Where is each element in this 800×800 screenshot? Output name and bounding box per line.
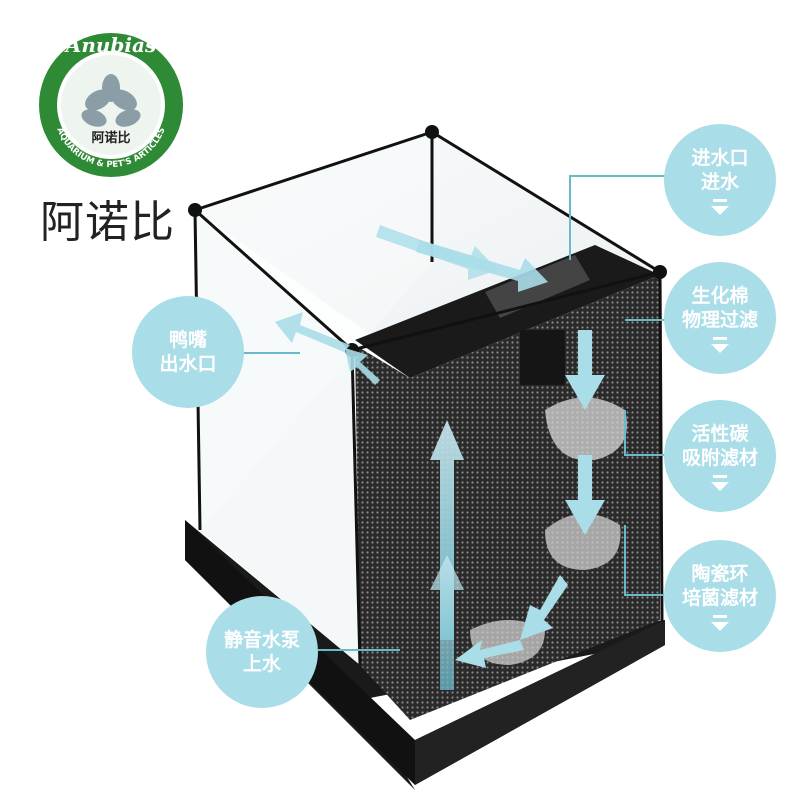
- callout-outlet-line1: 鸭嘴: [168, 329, 207, 351]
- callout-inlet-line1: 进水口: [691, 146, 749, 169]
- callout-pump: 静音水泵 上水: [206, 596, 318, 708]
- callout-ceramic-line1: 陶瓷环: [691, 562, 749, 585]
- callout-outlet-line2: 出水口: [159, 353, 217, 375]
- brand-logo: 阿诺比 Anubias AQUARIUM & PET'S ARTICLES: [36, 30, 186, 180]
- svg-text:阿诺比: 阿诺比: [91, 130, 130, 146]
- callout-ceramic: 陶瓷环 培菌滤材: [664, 540, 776, 652]
- callout-bio-line2: 物理过滤: [681, 308, 758, 331]
- callout-outlet: 鸭嘴 出水口: [132, 296, 244, 408]
- callout-bio-cotton: 生化棉 物理过滤: [664, 262, 776, 374]
- chevron-down-icon: [711, 621, 729, 631]
- callout-carbon: 活性碳 吸附滤材: [664, 400, 776, 512]
- bar-icon: [713, 198, 727, 202]
- logo-emblem: 阿诺比 Anubias AQUARIUM & PET'S ARTICLES: [39, 33, 183, 177]
- chevron-down-icon: [711, 205, 729, 215]
- chevron-down-icon: [711, 481, 729, 491]
- flow-arrows: [275, 225, 605, 690]
- callout-carbon-line1: 活性碳: [691, 422, 749, 445]
- tank-frame: [193, 130, 664, 666]
- callout-lines: [244, 175, 668, 651]
- bar-icon: [713, 336, 727, 340]
- bar-icon: [713, 474, 727, 478]
- callout-bio-line1: 生化棉: [691, 284, 749, 307]
- bar-icon: [713, 614, 727, 618]
- callout-carbon-line2: 吸附滤材: [681, 446, 758, 469]
- callout-pump-line1: 静音水泵: [223, 629, 300, 651]
- brand-name: 阿诺比: [40, 197, 175, 248]
- callout-inlet: 进水口 进水: [664, 124, 776, 236]
- svg-text:Anubias: Anubias: [64, 33, 156, 57]
- chevron-down-icon: [711, 343, 729, 353]
- callout-pump-line2: 上水: [242, 653, 281, 675]
- callout-ceramic-line2: 培菌滤材: [681, 586, 758, 609]
- callout-inlet-line2: 进水: [700, 170, 739, 193]
